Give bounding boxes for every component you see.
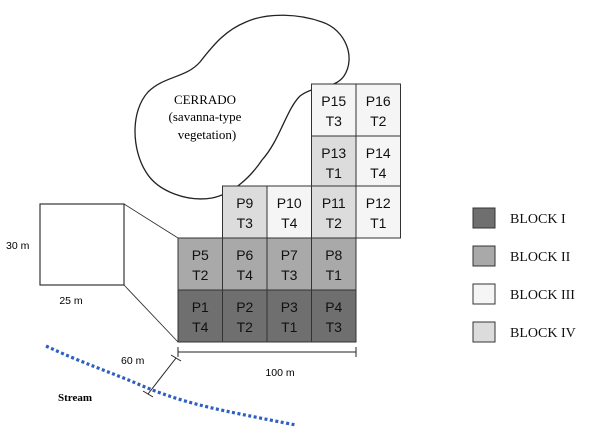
plot-cell: [222, 289, 268, 343]
legend-swatch: [472, 207, 496, 229]
plot-treatment-label: T2: [326, 215, 343, 231]
plot-cell: [311, 289, 357, 343]
plot-treatment-label: T3: [326, 319, 343, 335]
distance-tick-bottom: [142, 390, 154, 398]
legend-label: BLOCK II: [510, 250, 571, 265]
plot-id-label: P3: [281, 299, 298, 315]
plot-id-label: P10: [277, 195, 302, 211]
plot-treatment-label: T2: [237, 319, 254, 335]
plot-cell: [311, 185, 357, 239]
plot-cell: [177, 289, 223, 343]
legend-swatch: [472, 283, 496, 305]
scale-bar: 100 m: [177, 347, 357, 379]
plot-id-label: P2: [236, 299, 253, 315]
legend-item-block-i: BLOCK I: [472, 207, 566, 229]
plot-cell: [355, 185, 401, 239]
legend-swatch: [472, 321, 496, 343]
plot-id-label: P11: [322, 195, 346, 211]
legend-item-block-iv: BLOCK IV: [472, 321, 576, 343]
cerrado-label-line1: CERRADO: [174, 92, 236, 107]
plot-id-label: P4: [325, 299, 342, 315]
plot-treatment-label: T3: [281, 267, 298, 283]
plot-id-label: P7: [281, 247, 298, 263]
plot-treatment-label: T4: [281, 215, 298, 231]
plot-cell: [222, 185, 268, 239]
legend-item-block-iii: BLOCK III: [472, 283, 575, 305]
scale-label: 100 m: [265, 367, 294, 379]
plot-treatment-label: T2: [192, 267, 209, 283]
plot-width-label: 25 m: [59, 295, 83, 307]
legend-label: BLOCK I: [510, 212, 566, 227]
stream-label: Stream: [58, 392, 92, 404]
plot-cell: [311, 135, 357, 189]
cerrado-label-line2: (savanna-type: [169, 109, 242, 124]
plot-cell: [355, 135, 401, 189]
plot-cell: [266, 237, 312, 291]
plot-id-label: P15: [321, 93, 346, 109]
plot-treatment-label: T1: [370, 215, 387, 231]
plot-id-label: P9: [236, 195, 253, 211]
stream-distance-label: 60 m: [121, 355, 145, 367]
plot-cell: [355, 83, 401, 137]
zoom-connector-upper: [123, 203, 179, 239]
plot-treatment-label: T4: [370, 165, 387, 181]
cerrado-area: CERRADO (savanna-type vegetation): [134, 14, 350, 200]
plot-id-label: P13: [321, 145, 346, 161]
plot-height-label: 30 m: [6, 240, 30, 252]
legend-item-block-ii: BLOCK II: [472, 245, 571, 267]
plot-cell: [266, 289, 312, 343]
stream-line: [45, 344, 297, 427]
plot-id-label: P6: [236, 247, 253, 263]
plot-id-label: P5: [192, 247, 209, 263]
plot-treatment-label: T3: [326, 113, 343, 129]
distance-line: [147, 357, 177, 395]
plot-treatment-label: T1: [326, 165, 343, 181]
legend-swatch: [472, 245, 496, 267]
plot-cell: [222, 237, 268, 291]
plot-treatment-label: T4: [192, 319, 209, 335]
plot-id-label: P14: [366, 145, 391, 161]
plot-treatment-label: T4: [237, 267, 254, 283]
cerrado-label-line3: vegetation): [178, 127, 236, 142]
plot-cell: [266, 185, 312, 239]
plot-treatment-label: T1: [326, 267, 343, 283]
plot-cell: [311, 237, 357, 291]
plot-treatment-label: T3: [237, 215, 254, 231]
distance-tick-top: [170, 354, 182, 362]
plot-treatment-label: T2: [370, 113, 387, 129]
plot-id-label: P8: [325, 247, 342, 263]
plot-id-label: P12: [366, 195, 391, 211]
legend-label: BLOCK IV: [510, 326, 576, 341]
plot-treatment-label: T1: [281, 319, 298, 335]
legend: BLOCK I BLOCK II BLOCK III BLOCK IV: [472, 207, 576, 343]
plot-id-label: P16: [366, 93, 391, 109]
zoom-connector-lower: [123, 284, 179, 343]
plot-id-label: P1: [192, 299, 209, 315]
legend-label: BLOCK III: [510, 288, 575, 303]
single-plot-box: [39, 203, 125, 286]
plot-grid: P15T3P16T2P13T1P14T4P9T3P10T4P11T2P12T1P…: [177, 83, 401, 343]
